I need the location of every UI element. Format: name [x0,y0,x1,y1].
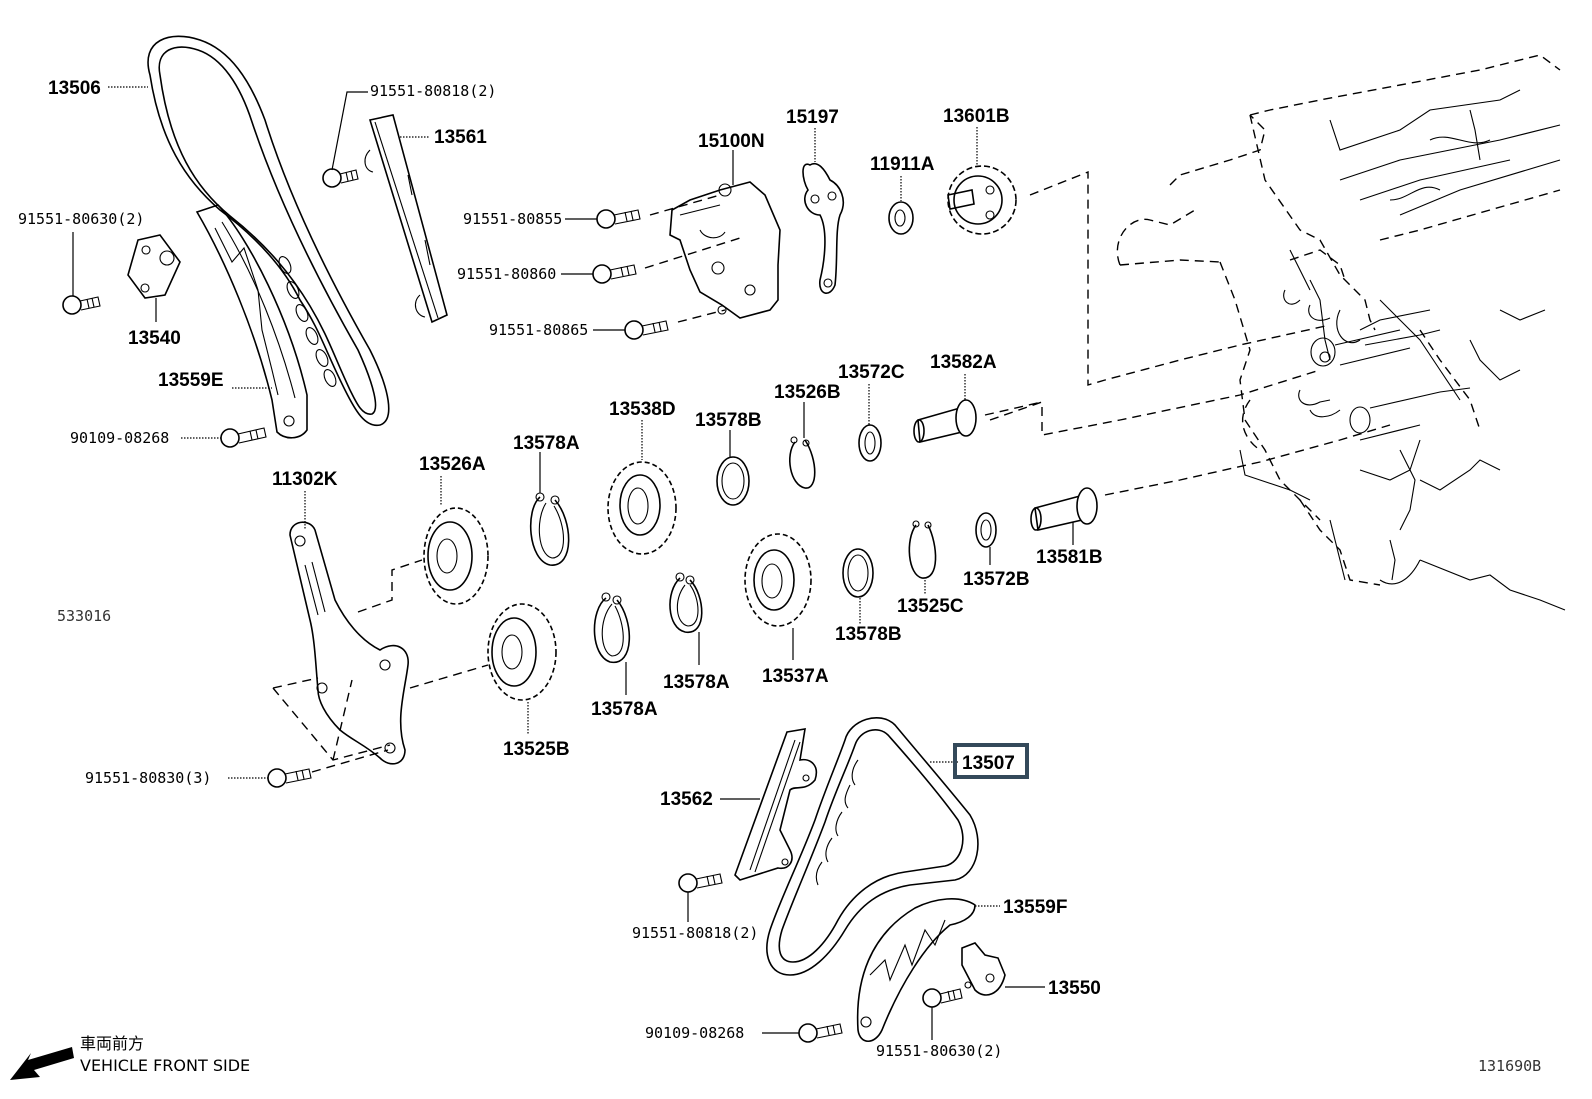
part-label-13550[interactable]: 13550 [1048,978,1101,999]
assembly-line [989,369,1321,436]
bolt-label[interactable]: 91551-80855 [463,210,562,228]
bolt-label[interactable]: 91551-80830(3) [85,769,211,787]
assembly-line [272,687,391,761]
bolt-label[interactable]: 91551-80630(2) [18,210,144,228]
assembly-line [357,559,423,613]
bolt-icon [592,264,637,284]
assembly-line [677,309,726,323]
part-label-13525B[interactable]: 13525B [503,739,570,760]
bolt-label[interactable]: 91551-80865 [489,321,588,339]
part-label-13537A[interactable]: 13537A [762,666,829,687]
snap-ring-13526B [789,436,816,489]
leader-bolt [331,91,368,171]
gear-13537A [744,533,812,627]
chain-guide-13561 [364,114,448,324]
part-label-13559E[interactable]: 13559E [158,370,224,391]
part-label-15197[interactable]: 15197 [786,107,839,128]
bolt-label[interactable]: 91551-80818(2) [632,924,758,942]
bolt-icon [922,988,963,1008]
assembly-line [649,194,721,216]
engine-block-outline [1116,54,1566,611]
part-label-13526B[interactable]: 13526B [774,382,841,403]
washer-13572B [975,512,997,548]
part-label-13581B[interactable]: 13581B [1036,547,1103,568]
gear-13601B [947,165,1017,235]
part-label-13578B[interactable]: 13578B [695,410,762,431]
assembly-line [311,749,389,773]
bolt-icon [322,168,359,188]
part-label-13572C[interactable]: 13572C [838,362,905,383]
part-label-13507[interactable]: 13507 [962,753,1015,774]
part-label-13582A[interactable]: 13582A [930,352,997,373]
snap-ring-13578A [669,572,703,633]
snap-ring-13578A [529,492,570,566]
gear-13538D [607,461,677,555]
shaft-13581B [1030,487,1098,531]
bolt-icon [596,209,641,229]
bolt-icon [62,295,101,315]
part-label-13578B[interactable]: 13578B [835,624,902,645]
snap-ring-13525C [908,520,937,579]
chain-guide-13562 [734,728,818,881]
oil-pump-15100N [669,181,781,319]
part-label-13538D[interactable]: 13538D [609,399,676,420]
timing-chain-13506 [147,35,390,426]
part-label-13562[interactable]: 13562 [660,789,713,810]
chain-slipper-13559F [856,898,976,1043]
part-label-13601B[interactable]: 13601B [943,106,1010,127]
part-label-13578A[interactable]: 13578A [513,433,580,454]
bolt-icon [624,320,669,340]
assembly-line [644,237,741,269]
orientation-label-japanese: 車両前方 [80,1034,144,1053]
washer-13578B [842,548,874,598]
part-label-13578A[interactable]: 13578A [591,699,658,720]
bracket-11302K [289,521,409,765]
snap-ring-13578A [593,592,631,663]
part-label-13525C[interactable]: 13525C [897,596,964,617]
part-label-13572B[interactable]: 13572B [963,569,1030,590]
bolt-icon [678,873,723,893]
washer-13578B [716,456,750,506]
assembly-line [332,679,353,761]
assembly-line [272,677,319,689]
timing-chain-13507 [766,716,979,976]
pin-11911A [888,201,914,235]
chain-tensioner-13550 [961,942,1006,996]
washer-13572C [858,424,882,462]
bolt-label[interactable]: 91551-80860 [457,265,556,283]
bolt-label[interactable]: 91551-80630(2) [876,1042,1002,1060]
bolt-icon [220,427,267,448]
gasket-15197 [802,162,845,294]
part-label-13559F[interactable]: 13559F [1003,897,1067,918]
bolt-label[interactable]: 90109-08268 [70,429,169,447]
assembly-line [1029,170,1331,386]
bolt-label[interactable]: 90109-08268 [645,1024,744,1042]
assembly-line [1104,424,1391,496]
highlight-box-13507 [953,743,1029,779]
part-label-11302K[interactable]: 11302K [272,469,338,490]
bolt-label[interactable]: 91551-80818(2) [370,82,496,100]
gear-13526A [423,507,489,605]
illustration-code: 131690B [1478,1057,1541,1075]
part-label-13540[interactable]: 13540 [128,328,181,349]
arrow-down-left-icon [10,1047,74,1080]
assembly-line [984,401,1043,416]
part-label-11911A[interactable]: 11911A [870,154,935,175]
shaft-13582A [913,399,977,443]
assembly-line [409,664,489,689]
chain-tensioner-13540 [127,234,181,299]
bolt-icon [798,1023,843,1043]
figure-code: 533016 [57,607,111,625]
chain-slipper-13559E [195,204,308,439]
part-label-13506[interactable]: 13506 [48,78,101,99]
part-label-13578A[interactable]: 13578A [663,672,730,693]
part-label-15100N[interactable]: 15100N [698,131,765,152]
gear-13525B [487,603,557,701]
orientation-label-english: VEHICLE FRONT SIDE [80,1056,250,1075]
part-label-13561[interactable]: 13561 [434,127,487,148]
part-label-13526A[interactable]: 13526A [419,454,486,475]
bolt-icon [267,768,312,788]
